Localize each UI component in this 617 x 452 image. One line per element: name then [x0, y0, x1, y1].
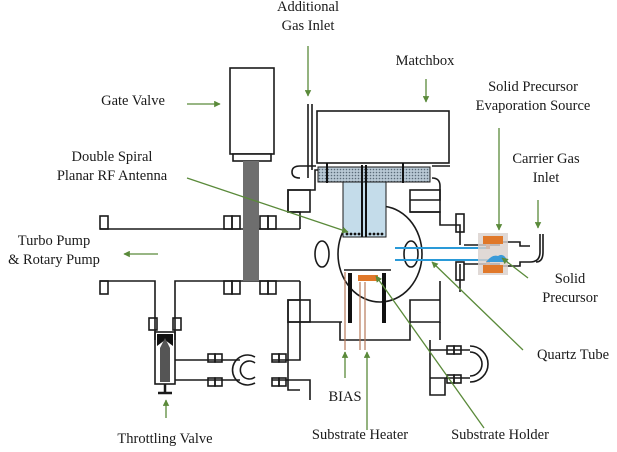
gas-inlet-pipe — [307, 104, 313, 178]
label-bias: BIAS — [328, 389, 362, 405]
arrow-solid-precursor — [501, 257, 529, 279]
label-throttling-valve: Throttling Valve — [117, 431, 213, 447]
label-solid-precursor: Solid Precursor — [530, 270, 610, 308]
quartz-window — [342, 181, 387, 238]
label-line: Solid — [554, 271, 586, 287]
label-line: Evaporation Source — [475, 98, 591, 114]
label-line: & Rotary Pump — [8, 252, 100, 268]
gate-valve-stem — [243, 161, 259, 281]
label-additional-gas-inlet: Additional Gas Inlet — [268, 0, 348, 36]
label-line: Precursor — [542, 290, 598, 306]
arrow-quartz-tube — [431, 261, 524, 351]
rf-antenna-mesh — [317, 166, 431, 183]
gate-valve-body — [229, 67, 275, 155]
label-line: Double Spiral — [71, 149, 153, 165]
arrow-substrate-holder — [375, 275, 485, 429]
label-line: Planar RF Antenna — [56, 168, 168, 184]
elbow-left — [231, 354, 256, 386]
label-substrate-heater: Substrate Heater — [311, 427, 409, 443]
arrow-antenna — [186, 177, 349, 234]
label-line: Carrier Gas — [512, 151, 580, 167]
matchbox — [316, 110, 450, 164]
quartz-tube — [395, 247, 488, 261]
label-substrate-holder: Substrate Holder — [451, 427, 549, 443]
label-matchbox: Matchbox — [395, 53, 455, 69]
pump-pipe-lower — [100, 280, 300, 340]
label-evaporation-source: Solid Precursor Evaporation Source — [458, 78, 608, 116]
elbow-right — [469, 345, 489, 383]
label-pumps: Turbo Pump & Rotary Pump — [0, 232, 108, 270]
label-quartz-tube: Quartz Tube — [536, 347, 610, 363]
label-line: Gas Inlet — [281, 18, 335, 34]
label-line: Solid Precursor — [488, 79, 578, 95]
label-line: Additional — [276, 0, 340, 15]
substrate-heater-element — [358, 275, 378, 281]
label-gate-valve: Gate Valve — [101, 93, 165, 109]
label-line: Turbo Pump — [17, 233, 91, 249]
label-rf-antenna: Double Spiral Planar RF Antenna — [42, 148, 182, 186]
label-line: Inlet — [532, 170, 560, 186]
gate-valve-collar — [232, 153, 272, 162]
label-carrier-gas-inlet: Carrier Gas Inlet — [498, 150, 594, 188]
